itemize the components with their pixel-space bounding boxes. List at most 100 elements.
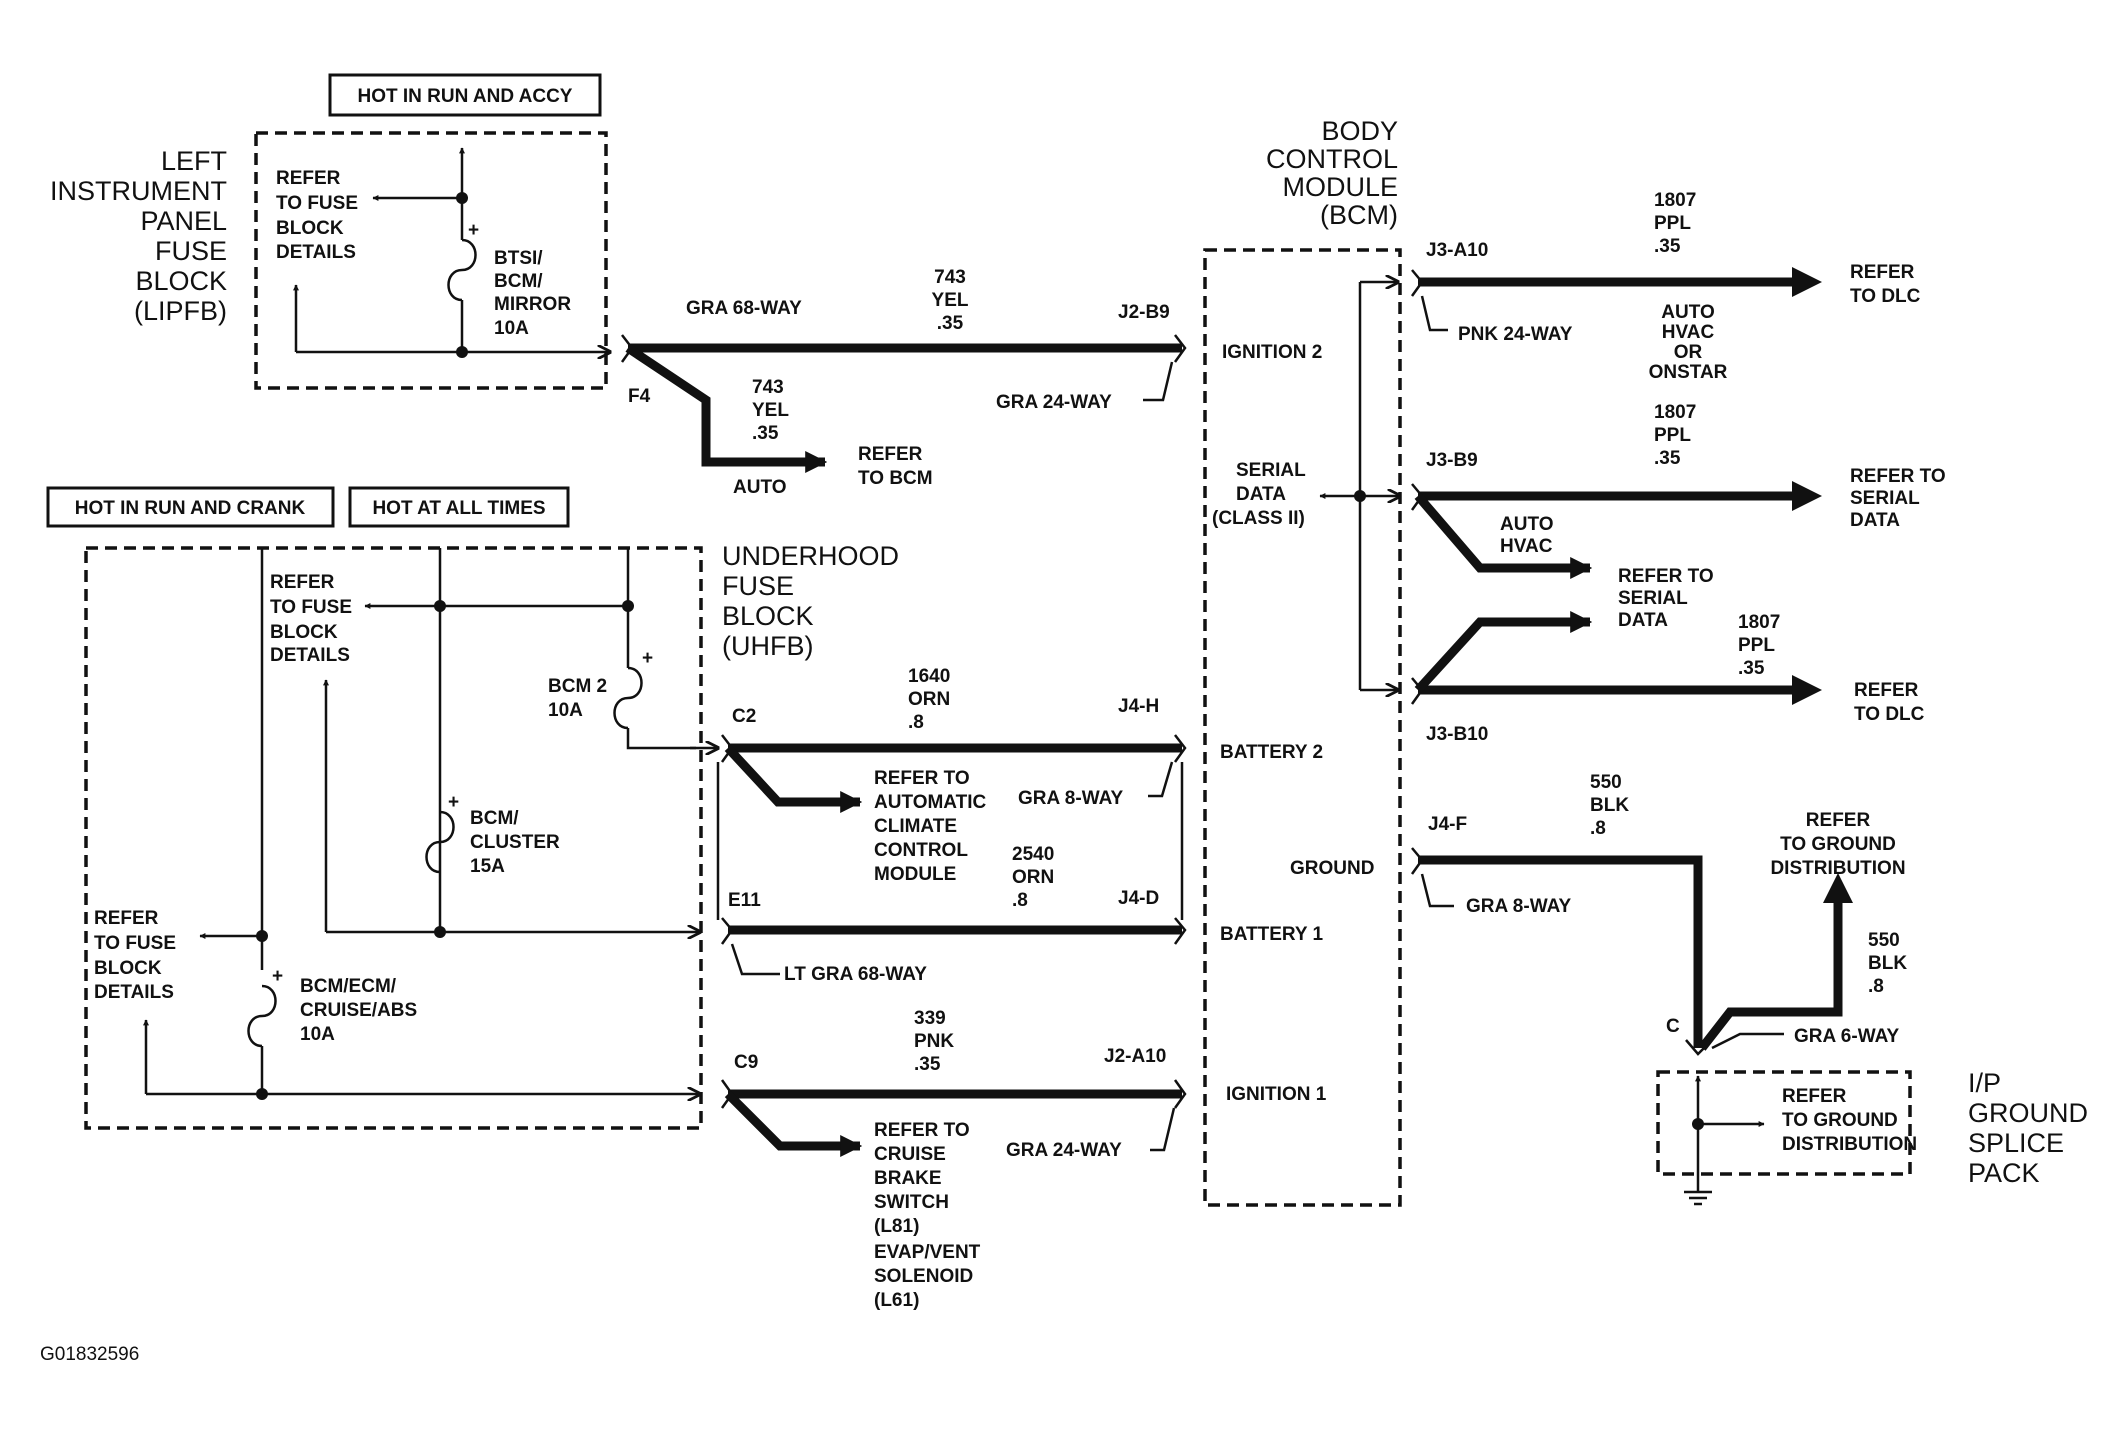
svg-text:550: 550 <box>1590 772 1622 793</box>
j4h-label: J4-H <box>1118 696 1159 717</box>
svg-text:SPLICE: SPLICE <box>1968 1128 2064 1158</box>
svg-text:PPL: PPL <box>1654 425 1691 446</box>
c9-label: C9 <box>734 1052 758 1073</box>
hot-run-accy-label: HOT IN RUN AND ACCY <box>358 86 573 107</box>
uhfb-title: UNDERHOOD FUSE BLOCK (UHFB) <box>722 541 899 661</box>
svg-text:TO GROUND: TO GROUND <box>1780 834 1896 855</box>
svg-text:BLOCK: BLOCK <box>276 218 344 239</box>
svg-text:ORN: ORN <box>908 689 950 710</box>
fuse-btsi-label: BTSI/ BCM/ MIRROR 10A <box>494 248 571 339</box>
svg-text:REFER TO: REFER TO <box>1850 466 1946 487</box>
svg-text:REFER: REFER <box>270 572 335 593</box>
gra24a-label: GRA 24-WAY <box>996 392 1112 413</box>
lipfb-title: LEFT INSTRUMENT PANEL FUSE BLOCK (LIPFB) <box>50 146 227 326</box>
svg-text:TO GROUND: TO GROUND <box>1782 1110 1898 1131</box>
svg-text:DETAILS: DETAILS <box>94 982 174 1003</box>
svg-text:BCM/: BCM/ <box>494 271 543 292</box>
svg-text:743: 743 <box>934 267 966 288</box>
wire-1807a-label: 1807 PPL .35 <box>1654 190 1696 257</box>
bcm-pin-battery1: BATTERY 1 <box>1220 924 1324 945</box>
svg-text:MODULE: MODULE <box>1282 172 1398 202</box>
ground-symbol-icon <box>1684 1176 1712 1206</box>
svg-text:GROUND: GROUND <box>1968 1098 2088 1128</box>
svg-text:.35: .35 <box>937 313 964 334</box>
hot-run-crank-label: HOT IN RUN AND CRANK <box>75 498 306 519</box>
refer-serial-data-right: REFER TO SERIAL DATA <box>1850 466 1946 531</box>
svg-text:(L61): (L61) <box>874 1290 919 1311</box>
svg-text:BCM/: BCM/ <box>470 808 519 829</box>
svg-text:1640: 1640 <box>908 666 950 687</box>
svg-text:REFER: REFER <box>1850 262 1915 283</box>
svg-text:.8: .8 <box>1590 818 1606 839</box>
svg-text:.35: .35 <box>1738 658 1765 679</box>
svg-text:BODY: BODY <box>1321 116 1398 146</box>
fuse-bcm2-symbol <box>613 666 643 730</box>
svg-text:(BCM): (BCM) <box>1320 200 1398 230</box>
gra24b-label: GRA 24-WAY <box>1006 1140 1122 1161</box>
svg-text:DATA: DATA <box>1236 484 1286 505</box>
refer-dlc-bottom: REFER TO DLC <box>1854 680 1925 725</box>
svg-text:EVAP/VENT: EVAP/VENT <box>874 1242 981 1263</box>
svg-text:(L81): (L81) <box>874 1216 919 1237</box>
svg-text:DETAILS: DETAILS <box>276 242 356 263</box>
svg-text:BLOCK: BLOCK <box>135 266 227 296</box>
svg-text:PANEL: PANEL <box>140 206 227 236</box>
svg-text:CRUISE: CRUISE <box>874 1144 946 1165</box>
svg-text:REFER: REFER <box>94 908 159 929</box>
bcm-pin-battery2: BATTERY 2 <box>1220 742 1323 763</box>
svg-text:DATA: DATA <box>1618 610 1668 631</box>
wire-1807b-label: 1807 PPL .35 <box>1654 402 1696 469</box>
svg-text:TO FUSE: TO FUSE <box>270 597 352 618</box>
wire-339-label: 339 PNK .35 <box>914 1008 954 1075</box>
svg-text:SERIAL: SERIAL <box>1850 488 1920 509</box>
svg-text:+: + <box>642 648 653 669</box>
svg-text:AUTO: AUTO <box>1500 514 1553 535</box>
refer-bcm: REFER TO BCM <box>858 444 933 489</box>
svg-text:.8: .8 <box>1012 890 1028 911</box>
svg-text:REFER: REFER <box>858 444 923 465</box>
svg-text:PPL: PPL <box>1738 635 1775 656</box>
f4-label: F4 <box>628 386 651 407</box>
svg-text:BLOCK: BLOCK <box>722 601 814 631</box>
svg-text:SERIAL: SERIAL <box>1618 588 1688 609</box>
svg-text:10A: 10A <box>548 700 583 721</box>
svg-text:REFER: REFER <box>1782 1086 1847 1107</box>
svg-text:PNK: PNK <box>914 1031 954 1052</box>
svg-text:DETAILS: DETAILS <box>270 645 350 666</box>
uhfb-boundary <box>84 546 703 1130</box>
c2-label: C2 <box>732 706 756 727</box>
svg-text:339: 339 <box>914 1008 946 1029</box>
svg-text:LEFT: LEFT <box>161 146 227 176</box>
j2b9-label: J2-B9 <box>1118 302 1170 323</box>
wire-1640-label: 1640 ORN .8 <box>908 666 950 733</box>
e11-label: E11 <box>728 890 761 911</box>
svg-text:(LIPFB): (LIPFB) <box>134 296 227 326</box>
fuse-btsi-symbol <box>447 238 477 302</box>
fuse-bcm2-label: BCM 2 10A <box>548 676 607 721</box>
hot-run-accy-box <box>328 73 602 117</box>
svg-text:2540: 2540 <box>1012 844 1054 865</box>
svg-text:INSTRUMENT: INSTRUMENT <box>50 176 227 206</box>
svg-text:CONTROL: CONTROL <box>1266 144 1398 174</box>
wire-743-branch-label: 743 YEL .35 <box>752 377 789 444</box>
svg-text:YEL: YEL <box>752 400 789 421</box>
svg-text:CRUISE/ABS: CRUISE/ABS <box>300 1000 417 1021</box>
gra6-label: GRA 6-WAY <box>1794 1026 1900 1047</box>
wire-550a-label: 550 BLK .8 <box>1590 772 1629 839</box>
fuse-bcm-ecm-symbol <box>247 984 277 1048</box>
svg-text:BTSI/: BTSI/ <box>494 248 543 269</box>
j3b10-label: J3-B10 <box>1426 724 1488 745</box>
hot-all-times-box <box>348 486 570 528</box>
j4f-label: J4-F <box>1428 814 1467 835</box>
svg-text:+: + <box>272 966 283 987</box>
lipfb-boundary <box>254 131 608 390</box>
lipfb-refer-fuse-details: REFER TO FUSE BLOCK DETAILS <box>276 168 358 263</box>
auto-label: AUTO <box>733 477 786 498</box>
svg-text:BCM/ECM/: BCM/ECM/ <box>300 976 397 997</box>
svg-text:1807: 1807 <box>1654 190 1696 211</box>
svg-text:550: 550 <box>1868 930 1900 951</box>
refer-cruise: REFER TO CRUISE BRAKE SWITCH (L81) EVAP/… <box>874 1120 981 1311</box>
svg-text:REFER: REFER <box>1806 810 1871 831</box>
svg-text:OR: OR <box>1674 342 1703 363</box>
